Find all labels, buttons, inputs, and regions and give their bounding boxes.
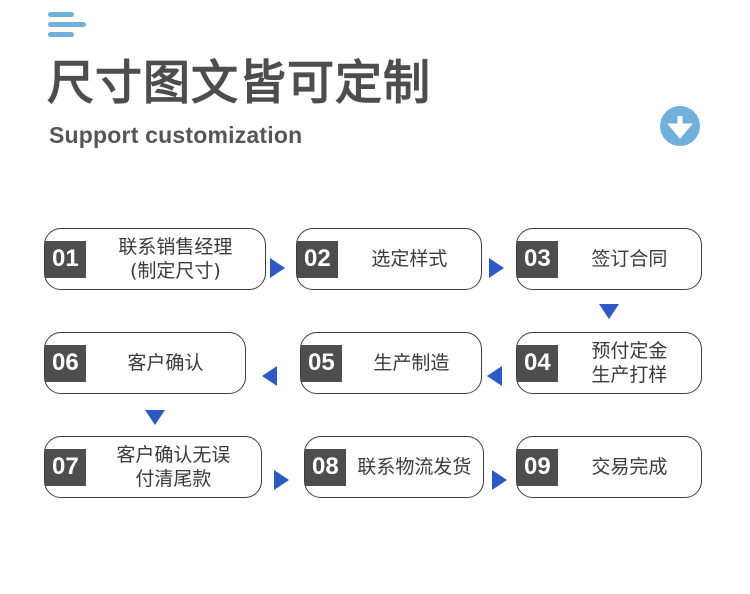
step-number-08: 08	[305, 448, 346, 486]
arrow-down-icon-06-to-07	[145, 410, 165, 425]
step-number-06: 06	[45, 344, 86, 382]
step-label-07: 客户确认无误 付清尾款	[116, 444, 231, 490]
arrow-right-icon-01-to-02	[270, 258, 285, 278]
step-label-06: 客户确认	[127, 352, 204, 374]
step-number-02: 02	[297, 240, 338, 278]
page-header: 尺寸图文皆可定制 Support customization	[0, 0, 750, 200]
step-number-03: 03	[517, 240, 558, 278]
flow-step-04[interactable]: 04 预付定金 生产打样	[516, 332, 702, 394]
step-label-02: 选定样式	[371, 248, 448, 270]
hamburger-bar-middle	[48, 22, 86, 27]
step-label-08: 联系物流发货	[357, 456, 472, 478]
step-label-05: 生产制造	[373, 352, 450, 374]
hamburger-icon[interactable]	[48, 12, 92, 42]
flow-row-2: 06 客户确认 05 生产制造 04 预付定金 生产打样	[0, 332, 750, 432]
arrow-down-circle-icon[interactable]	[660, 106, 700, 146]
step-label-01: 联系销售经理 (制定尺寸)	[118, 236, 233, 282]
step-number-04: 04	[517, 344, 558, 382]
arrow-down-icon-03-to-04	[599, 304, 619, 319]
flow-row-3: 07 客户确认无误 付清尾款 08 联系物流发货 09 交易完成	[0, 436, 750, 536]
flow-step-05[interactable]: 05 生产制造	[300, 332, 482, 394]
arrow-right-icon-02-to-03	[489, 258, 504, 278]
page-subtitle: Support customization	[49, 122, 303, 148]
step-label-04: 预付定金 生产打样	[591, 340, 668, 386]
flow-step-02[interactable]: 02 选定样式	[296, 228, 482, 290]
flow-step-07[interactable]: 07 客户确认无误 付清尾款	[44, 436, 262, 498]
arrow-right-icon-07-to-08	[274, 470, 289, 490]
step-label-09: 交易完成	[591, 456, 668, 478]
flow-step-08[interactable]: 08 联系物流发货	[304, 436, 484, 498]
process-flowchart: 01 联系销售经理 (制定尺寸) 02 选定样式 03 签订合同 06 客户确认…	[0, 228, 750, 528]
arrow-right-icon-08-to-09	[492, 470, 507, 490]
flow-step-09[interactable]: 09 交易完成	[516, 436, 702, 498]
hamburger-bar-top	[48, 12, 74, 17]
step-number-09: 09	[517, 448, 558, 486]
flow-step-03[interactable]: 03 签订合同	[516, 228, 702, 290]
flow-row-1: 01 联系销售经理 (制定尺寸) 02 选定样式 03 签订合同	[0, 228, 750, 328]
page-title: 尺寸图文皆可定制	[47, 56, 431, 109]
arrow-left-icon-05-to-06	[262, 366, 277, 386]
step-number-05: 05	[301, 344, 342, 382]
step-label-03: 签订合同	[591, 248, 668, 270]
hamburger-bar-bottom	[48, 32, 74, 37]
flow-step-06[interactable]: 06 客户确认	[44, 332, 246, 394]
arrow-left-icon-04-to-05	[487, 366, 502, 386]
step-number-07: 07	[45, 448, 86, 486]
step-number-01: 01	[45, 240, 86, 278]
flow-step-01[interactable]: 01 联系销售经理 (制定尺寸)	[44, 228, 266, 290]
